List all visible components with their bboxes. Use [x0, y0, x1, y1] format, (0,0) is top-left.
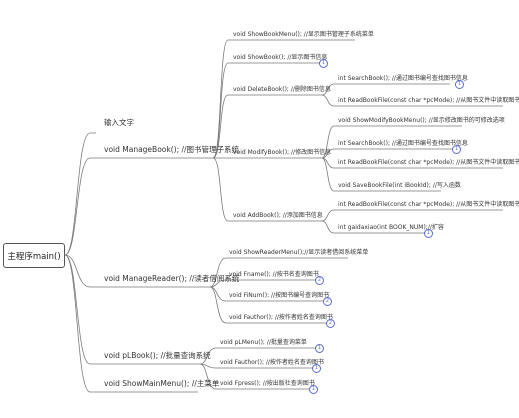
connector-plbook-fauthor: [199, 363, 314, 369]
node-reader-fauthor[interactable]: void Fauthor(); //按作者姓名查询图书: [229, 314, 333, 321]
connector-plbook-fpress: [199, 363, 312, 390]
node-pl-menu[interactable]: void pLMenu(); //批量查询菜单: [220, 339, 307, 346]
node-delete-search-book[interactable]: int SearchBook(); //通过图书编号查找图书信息: [338, 75, 468, 82]
count-badge-fname[interactable]: 2: [315, 276, 324, 285]
node-modify-book[interactable]: void ModifyBook(); //修改图书信息: [233, 149, 332, 156]
node-add-book[interactable]: void AddBook(); //添加图书信息: [233, 212, 323, 219]
root-node-main[interactable]: 主程序main(): [3, 243, 65, 268]
count-badge-show-book[interactable]: 1: [319, 59, 328, 68]
connector-modify-menu: [321, 125, 462, 159]
connector-add-gaidaxiao: [321, 220, 427, 234]
node-show-reader-menu[interactable]: void ShowReaderMenu();//显示读者借阅系统菜单: [229, 249, 369, 256]
node-pl-fauthor[interactable]: void Fauthor(); //按作者姓名查询图书: [220, 359, 324, 366]
count-badge-fpress[interactable]: 1: [309, 385, 318, 394]
node-delete-book[interactable]: void DeleteBook(); //删除图书信息: [233, 86, 331, 93]
connector-book-delete: [212, 94, 322, 159]
connector-delete-read: [321, 94, 503, 107]
node-input-text[interactable]: 输入文字: [104, 118, 134, 127]
node-show-book[interactable]: void ShowBook(); //显示图书信息: [233, 54, 328, 61]
connector-reader-fauthor: [209, 286, 328, 324]
connector-reader-finum: [209, 286, 326, 302]
count-badge-modify-search[interactable]: 1: [452, 145, 461, 154]
connector-reader-fname: [209, 279, 318, 288]
node-manage-reader[interactable]: void ManageReader(); //读者借阅系统: [104, 274, 240, 283]
connector-reader-showmenu: [209, 257, 348, 288]
node-modify-search-book[interactable]: int SearchBook(); //通过图书编号查找图书信息: [338, 140, 468, 147]
node-fpress[interactable]: void Fpress(); //按出版社查询图书: [220, 380, 315, 387]
node-fname[interactable]: void Fname(); //按书名查询图书: [229, 271, 319, 278]
node-add-read-book-file[interactable]: int ReadBookFile(const char *pcMode); //…: [338, 201, 519, 208]
connector-add-read: [321, 209, 503, 222]
node-plbook[interactable]: void pLBook(); //批量查询系统: [104, 351, 211, 360]
count-badge-pl-menu[interactable]: 1: [315, 344, 324, 353]
node-show-modify-book-menu[interactable]: void ShowModifyBookMenu(); //显示修改图书的可修改选…: [338, 117, 505, 124]
connector-modify-read: [321, 157, 503, 169]
connector-modify-search: [321, 148, 455, 159]
node-manage-book[interactable]: void ManageBook(); //图书管理子系统: [104, 145, 240, 154]
node-show-main-menu[interactable]: void ShowMainMenu(); //主菜单: [104, 379, 220, 388]
node-show-book-menu[interactable]: void ShowBookMenu(); //显示图书管理子系统菜单: [233, 31, 374, 38]
connector-root-mainmenu: [64, 254, 198, 393]
node-delete-read-book-file[interactable]: int ReadBookFile(const char *pcMode); //…: [338, 97, 519, 104]
connector-root-managereader: [64, 254, 210, 288]
connector-delete-search: [321, 83, 450, 96]
node-gaidaxiao[interactable]: int gaidaxiao(int BOOK_NUM);//扩容: [338, 224, 444, 231]
count-badge-gaidaxiao[interactable]: 1: [424, 229, 433, 238]
count-badge-delete-search[interactable]: 1: [455, 80, 464, 89]
connector-plbook-menu: [199, 347, 318, 365]
connector-modify-save: [321, 157, 441, 192]
count-badge-reader-fauthor[interactable]: 2: [326, 319, 335, 328]
connector-root-managebook: [64, 157, 213, 256]
count-badge-pl-fauthor[interactable]: 1: [312, 364, 321, 373]
count-badge-finum[interactable]: 2: [323, 297, 332, 306]
connector-book-showbook: [212, 62, 322, 159]
connector-book-add: [212, 157, 322, 222]
node-finum[interactable]: void FiNum(); //按图书编号查询图书: [229, 292, 330, 299]
node-save-book-file[interactable]: void SaveBookFile(int iBookId); //写入函数: [338, 182, 461, 189]
connector-root-plbook: [64, 254, 200, 365]
connector-root-input: [64, 132, 96, 256]
node-modify-read-book-file[interactable]: int ReadBookFile(const char *pcMode); //…: [338, 159, 519, 166]
